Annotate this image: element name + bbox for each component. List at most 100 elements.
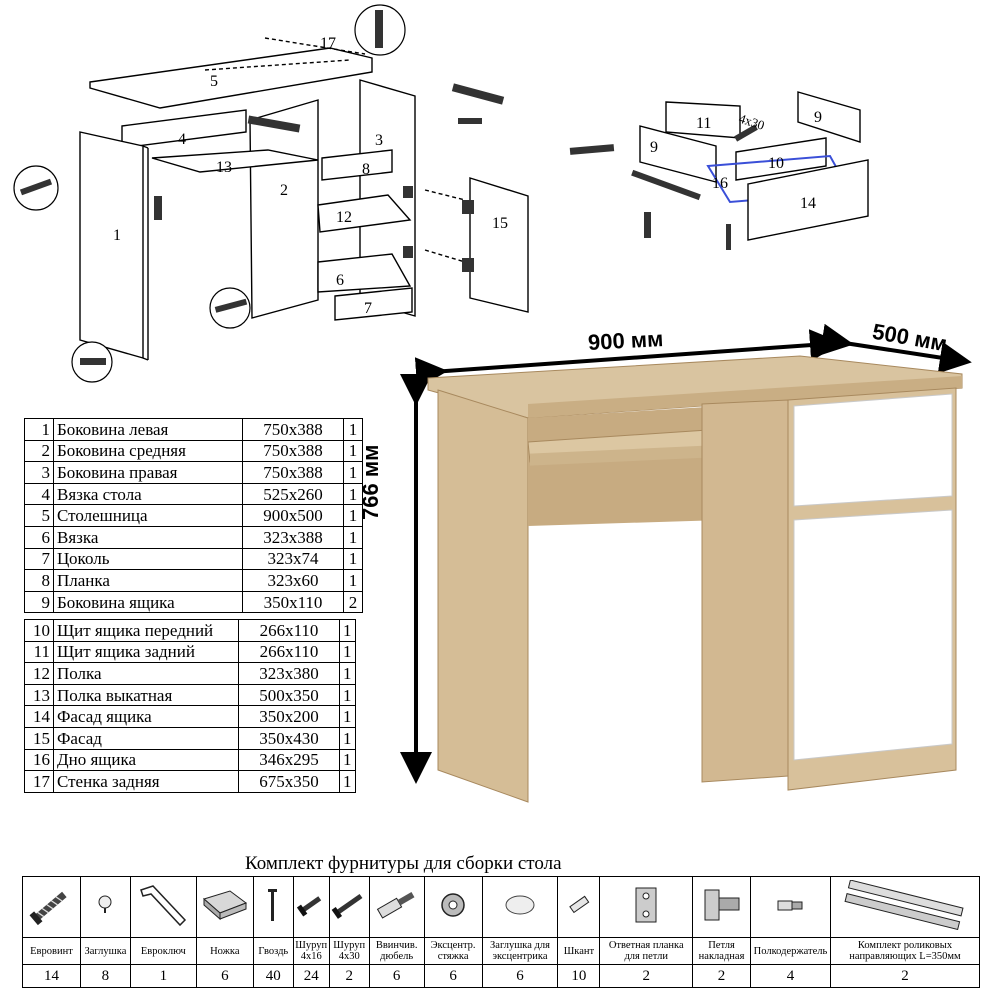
- part-14-drawer-facade: [747, 159, 869, 241]
- callout-7: 7: [364, 300, 372, 317]
- screw-icon: [331, 893, 363, 919]
- cap-icon: [98, 895, 112, 913]
- hw-screw-euro: [22, 876, 81, 938]
- hex-key-icon: [140, 884, 187, 926]
- part-12-shelf: [317, 194, 412, 233]
- hw-label: Гвоздь: [252, 937, 294, 965]
- cap-icon: [505, 895, 535, 914]
- cam-icon: [441, 892, 465, 917]
- part-5-top: [89, 47, 373, 109]
- foot-icon: [202, 889, 247, 920]
- hw-label: Ответная планка для петли: [599, 937, 694, 965]
- hw-qty: 4: [750, 964, 831, 988]
- cabinet-door: [793, 509, 953, 761]
- hw-foot: [195, 876, 254, 938]
- part-6-bottom: [317, 253, 412, 293]
- hw-hinge-plate: [599, 876, 694, 938]
- part-15-door: [469, 177, 529, 313]
- desk-illustration: [400, 323, 972, 803]
- hw-nail: [252, 876, 294, 938]
- hw-shelf-pin: [750, 876, 831, 938]
- drawer-callout-14: 14: [800, 195, 816, 212]
- part-7-plinth: [334, 287, 413, 321]
- hw-qty: 6: [481, 964, 559, 988]
- hw-qty: 2: [692, 964, 751, 988]
- hw-label: Евроключ: [129, 937, 197, 965]
- screw-icon: [29, 891, 68, 925]
- drawer-diagram: 9 9 10 11 14 16 4x30: [569, 91, 869, 250]
- exploded-diagram: 1 2 3 4 5 6 7 8 12 13 15 17: [13, 4, 529, 383]
- hw-qty: 10: [557, 964, 601, 988]
- part-13-keyboard-shelf: [151, 149, 319, 173]
- hw-qty: 1: [129, 964, 197, 988]
- dowel-icon: [569, 895, 590, 913]
- hardware-title: Комплект фурнитуры для сборки стола: [245, 853, 562, 874]
- hw-label: Эксцентр. стяжка: [423, 937, 483, 965]
- callout-3: 3: [375, 132, 383, 149]
- hw-rail-kit: [829, 876, 981, 938]
- drawer-annotation: 4x30: [737, 111, 766, 133]
- hw-label: Шуруп 4x16: [292, 937, 330, 965]
- hw-label: Петля накладная: [692, 937, 751, 965]
- dimension-width: 900 мм: [587, 326, 664, 355]
- callout-13: 13: [216, 159, 232, 176]
- drawer-callout-9b: 9: [814, 109, 822, 126]
- hw-screw-4x30: [328, 876, 370, 938]
- rail-icon: [844, 878, 964, 930]
- hinge-icon: [704, 889, 740, 920]
- part-9-drawer-side-left: [639, 125, 717, 183]
- shelf-pin-icon: [777, 900, 803, 910]
- nail-icon: [268, 888, 278, 921]
- callout-1: 1: [113, 227, 121, 244]
- screw-icon: [297, 895, 322, 917]
- hw-label: Ввинчив. дюбель: [368, 937, 425, 965]
- plate-icon: [635, 887, 657, 922]
- drawer-front: [793, 393, 953, 507]
- part-10-drawer-front: [735, 137, 827, 181]
- hw-label: Шуруп 4x30: [328, 937, 370, 965]
- hw-label: Полкодержатель: [750, 937, 831, 965]
- part-9-drawer-side-right: [797, 91, 861, 143]
- hw-qty: 24: [292, 964, 330, 988]
- hw-label: Комплект роликовых направляющих L=350мм: [829, 937, 981, 965]
- part-2-middle-side: [249, 99, 319, 319]
- hw-qty: 6: [423, 964, 483, 988]
- hw-cam: [423, 876, 483, 938]
- callout-6: 6: [336, 272, 344, 289]
- callout-4: 4: [178, 131, 186, 148]
- hw-cap: [79, 876, 131, 938]
- drawer-callout-9: 9: [650, 139, 658, 156]
- hw-qty: 8: [79, 964, 131, 988]
- desk-middle-panel: [701, 399, 789, 783]
- hw-hinge: [692, 876, 751, 938]
- hw-label: Шкант: [557, 937, 601, 965]
- hw-label: Ножка: [195, 937, 254, 965]
- hw-qty: 6: [368, 964, 425, 988]
- hw-qty: 2: [829, 964, 981, 988]
- hw-cam-cap: [481, 876, 559, 938]
- callout-12: 12: [336, 209, 352, 226]
- part-8-plank: [321, 149, 393, 181]
- hw-screw-4x16: [292, 876, 330, 938]
- hw-qty: 2: [599, 964, 694, 988]
- callout-17: 17: [320, 35, 336, 52]
- hw-label: Заглушка: [79, 937, 131, 965]
- hw-qty: 6: [195, 964, 254, 988]
- dowel-icon: [376, 891, 415, 919]
- drawer-callout-16: 16: [712, 175, 728, 192]
